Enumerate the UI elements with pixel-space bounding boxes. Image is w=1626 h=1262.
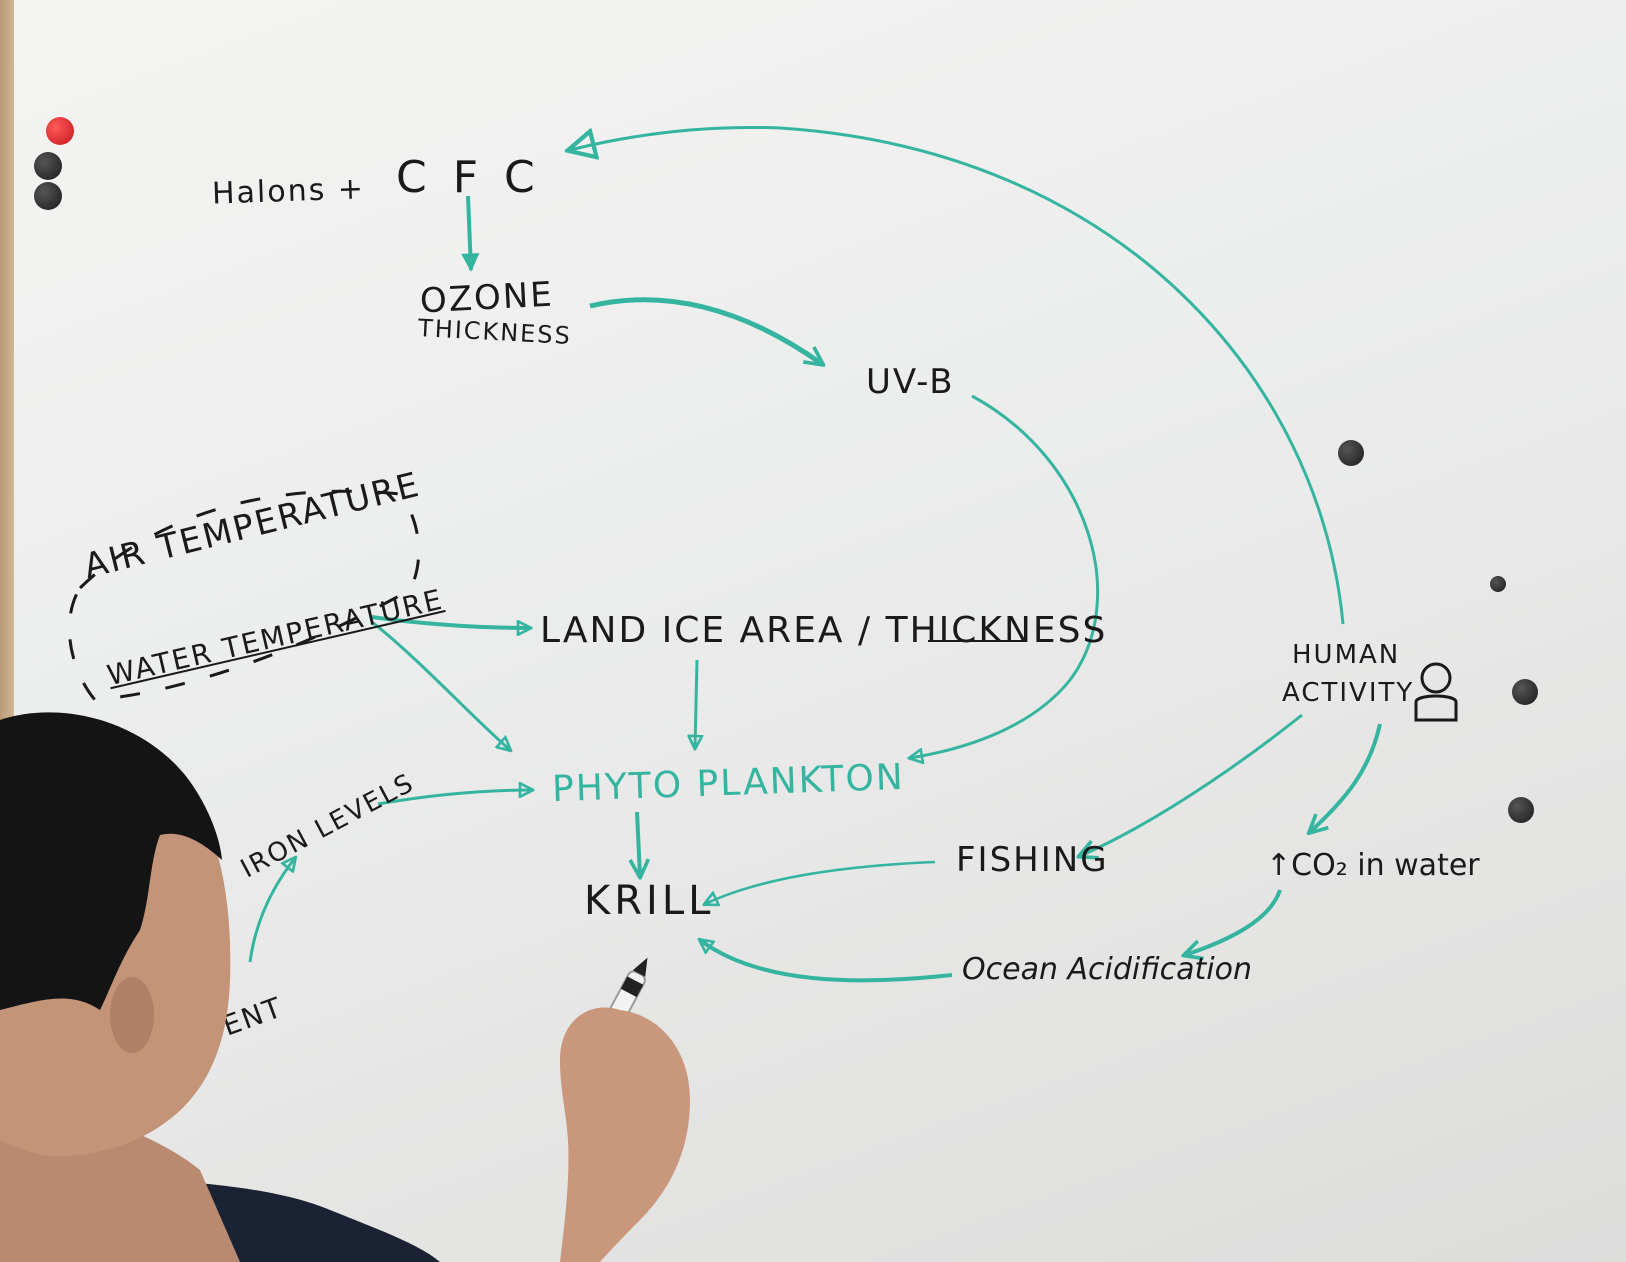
label-cfc: C F C bbox=[396, 152, 541, 203]
label-human: HUMAN bbox=[1292, 640, 1401, 670]
black-magnet bbox=[1508, 797, 1534, 823]
red-magnet bbox=[46, 117, 74, 145]
arrow-human-to-co2 bbox=[1310, 723, 1382, 832]
temperature-dashed-outline bbox=[67, 489, 421, 702]
arrow-human-to-fishing bbox=[1080, 713, 1303, 856]
arrow-co2-to-acid bbox=[1185, 889, 1282, 955]
arrow-phyto-to-krill bbox=[637, 811, 640, 876]
arrow-uvb-to-phyto bbox=[910, 394, 1100, 758]
label-activity: ACTIVITY bbox=[1282, 678, 1415, 708]
arrow-iron-to-phyto bbox=[377, 790, 532, 806]
black-magnet bbox=[34, 182, 62, 210]
black-magnet bbox=[34, 152, 62, 180]
label-co2: ↑CO₂ in water bbox=[1266, 848, 1480, 883]
arrow-human-to-cfc bbox=[570, 125, 1345, 625]
label-fishing: FISHING bbox=[956, 840, 1109, 880]
arrow-fishing-to-krill bbox=[705, 860, 936, 904]
arrow-cfc-to-ozone bbox=[461, 195, 480, 272]
arrow-partial-to-iron bbox=[248, 858, 295, 963]
arrow-ozone-to-uvb bbox=[589, 297, 822, 364]
arrow-landice-to-phyto bbox=[695, 659, 697, 748]
hand bbox=[560, 1007, 690, 1262]
label-ocean-acidification: Ocean Acidification bbox=[962, 952, 1252, 987]
label-uvb: UV-B bbox=[866, 362, 955, 402]
black-magnet bbox=[1512, 679, 1538, 705]
person-outline-icon bbox=[1414, 662, 1458, 722]
label-krill: KRILL bbox=[584, 878, 715, 924]
arrow-temp-to-phyto bbox=[371, 620, 510, 750]
black-magnet bbox=[1338, 440, 1364, 466]
black-magnet bbox=[1490, 576, 1506, 592]
arrow-temp-to-landice bbox=[371, 615, 530, 628]
label-land-ice: LAND ICE AREA / THICKNESS bbox=[540, 610, 1108, 651]
arrow-acid-to-krill bbox=[700, 940, 953, 983]
